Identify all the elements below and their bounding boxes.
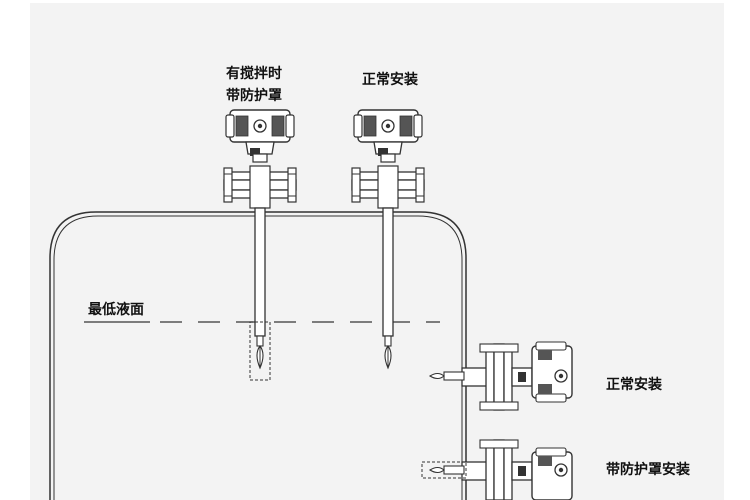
label-side-upper: 正常安装: [606, 377, 662, 393]
label-min-level: 最低液面: [88, 302, 144, 318]
side-lower-transmitter: [421, 439, 573, 500]
label-top-left-line1: 有搅拌时: [226, 66, 282, 82]
label-top-right: 正常安装: [362, 72, 418, 88]
top-right-transmitter: [351, 109, 425, 370]
top-left-transmitter: [223, 109, 297, 381]
label-top-left-line2: 带防护罩: [226, 88, 282, 104]
diagram-panel: [30, 3, 724, 500]
protective-cover: [249, 321, 271, 381]
side-upper-transmitter: [428, 341, 573, 411]
side-protective-cover: [421, 461, 467, 479]
label-side-lower: 带防护罩安装: [606, 462, 690, 478]
